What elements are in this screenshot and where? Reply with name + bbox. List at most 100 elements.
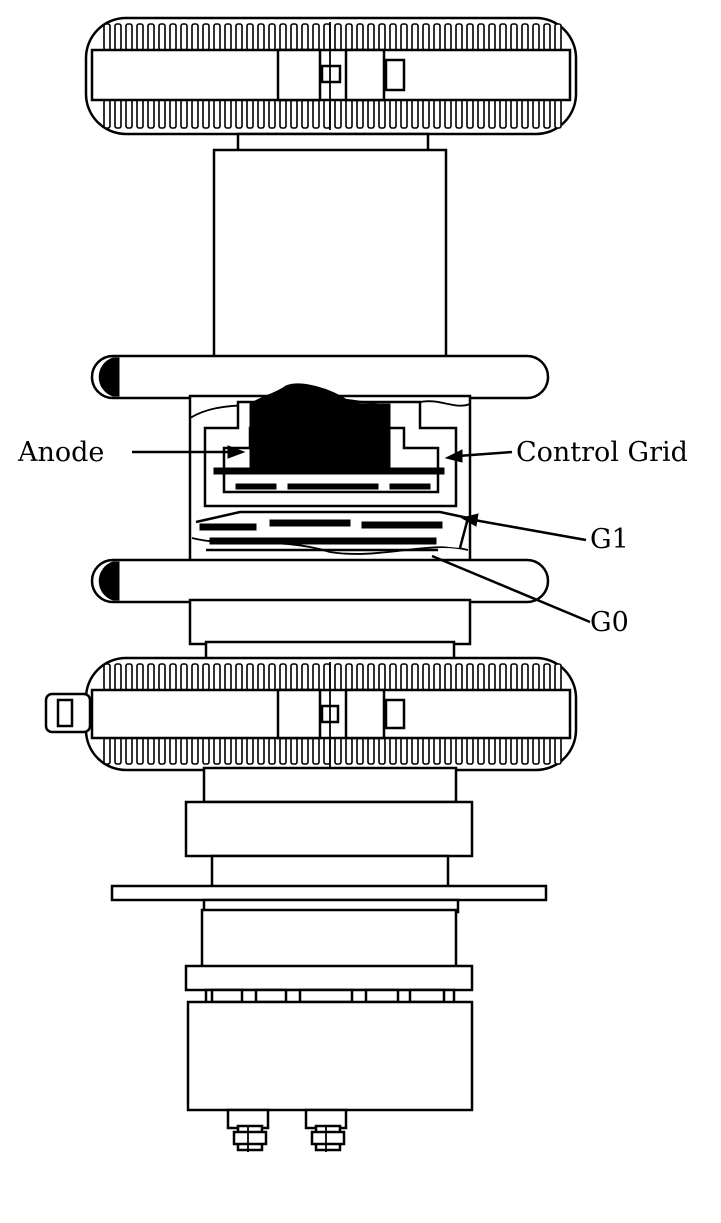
radiator-fin (103, 737, 111, 765)
radiator-fin (400, 99, 408, 129)
radiator-fin (466, 99, 474, 129)
radiator-fin (257, 663, 265, 691)
radiator-fin (202, 23, 210, 51)
radiator-fin (279, 23, 287, 51)
radiator-fin (455, 23, 463, 51)
radiator-fin (191, 23, 199, 51)
radiator-fin (466, 737, 474, 765)
radiator-fin (202, 663, 210, 691)
radiator-fin (532, 737, 540, 765)
radiator-fin (213, 99, 221, 129)
radiator-fin (532, 663, 540, 691)
radiator-fin (455, 737, 463, 765)
radiator-fin (301, 663, 309, 691)
radiator-fin (334, 737, 342, 765)
radiator-fin (114, 663, 122, 691)
radiator-fin (235, 99, 243, 129)
radiator-fin (367, 737, 375, 765)
radiator-fin (136, 737, 144, 765)
mid-body (188, 598, 472, 662)
radiator-fin (268, 663, 276, 691)
radiator-fin (543, 23, 551, 51)
radiator-fin (345, 737, 353, 765)
radiator-fin (521, 737, 529, 765)
radiator-fin (224, 737, 232, 765)
radiator-fin (499, 23, 507, 51)
radiator-fin (136, 99, 144, 129)
radiator-fin (301, 737, 309, 765)
radiator-fin (125, 663, 133, 691)
radiator-fin (345, 663, 353, 691)
radiator-fin (477, 663, 485, 691)
g0-grid (206, 537, 438, 552)
radiator-fin (202, 737, 210, 765)
radiator-fin (257, 99, 265, 129)
radiator-fin (235, 663, 243, 691)
control-grid-leader (444, 449, 513, 463)
radiator-fin (356, 23, 364, 51)
radiator-fin (158, 737, 166, 765)
radiator-fin (444, 663, 452, 691)
radiator-fin (312, 99, 320, 129)
radiator-fin (411, 663, 419, 691)
radiator-fin (224, 663, 232, 691)
bottom-radiator-fins (103, 663, 562, 765)
radiator-fin (510, 99, 518, 129)
radiator-fin (389, 99, 397, 129)
radiator-fin (400, 23, 408, 51)
g0-leader (431, 554, 591, 624)
lower-corona-ring (90, 558, 550, 604)
leader-lines (132, 445, 591, 624)
radiator-fin (213, 23, 221, 51)
radiator-fin (422, 99, 430, 129)
terminal-right (304, 1108, 348, 1152)
radiator-fin (180, 99, 188, 129)
base-pin-ring (210, 988, 446, 1004)
radiator-fin (400, 737, 408, 765)
radiator-fin (268, 737, 276, 765)
radiator-fin (521, 99, 529, 129)
radiator-fin (389, 737, 397, 765)
radiator-fin (125, 737, 133, 765)
radiator-fin (103, 99, 111, 129)
radiator-fin (114, 737, 122, 765)
radiator-fin (422, 737, 430, 765)
radiator-fin (235, 737, 243, 765)
radiator-fin (301, 99, 309, 129)
radiator-fin (312, 663, 320, 691)
grid-wires (213, 467, 445, 490)
radiator-fin (103, 23, 111, 51)
terminal-left (226, 1108, 270, 1152)
radiator-fin (488, 23, 496, 51)
radiator-fin (224, 23, 232, 51)
radiator-fin (312, 23, 320, 51)
radiator-fin (422, 23, 430, 51)
radiator-fin (378, 663, 386, 691)
radiator-fin (477, 737, 485, 765)
radiator-fin (180, 23, 188, 51)
radiator-fin (444, 23, 452, 51)
radiator-fin (180, 737, 188, 765)
radiator-fin (147, 23, 155, 51)
radiator-fin (290, 99, 298, 129)
radiator-fin (158, 663, 166, 691)
radiator-fin (257, 737, 265, 765)
radiator-fin (301, 23, 309, 51)
radiator-fin (191, 663, 199, 691)
lower-stack (110, 766, 548, 1112)
radiator-fin (257, 23, 265, 51)
radiator-fin (334, 99, 342, 129)
radiator-fin (114, 99, 122, 129)
radiator-fin (356, 663, 364, 691)
radiator-fin (147, 737, 155, 765)
radiator-fin (488, 737, 496, 765)
radiator-fin (378, 99, 386, 129)
radiator-fin (554, 99, 562, 129)
radiator-fin (191, 737, 199, 765)
cutaway-interior (188, 383, 472, 570)
radiator-fin (213, 737, 221, 765)
radiator-fin (356, 737, 364, 765)
radiator-fin (466, 23, 474, 51)
radiator-fin (246, 23, 254, 51)
